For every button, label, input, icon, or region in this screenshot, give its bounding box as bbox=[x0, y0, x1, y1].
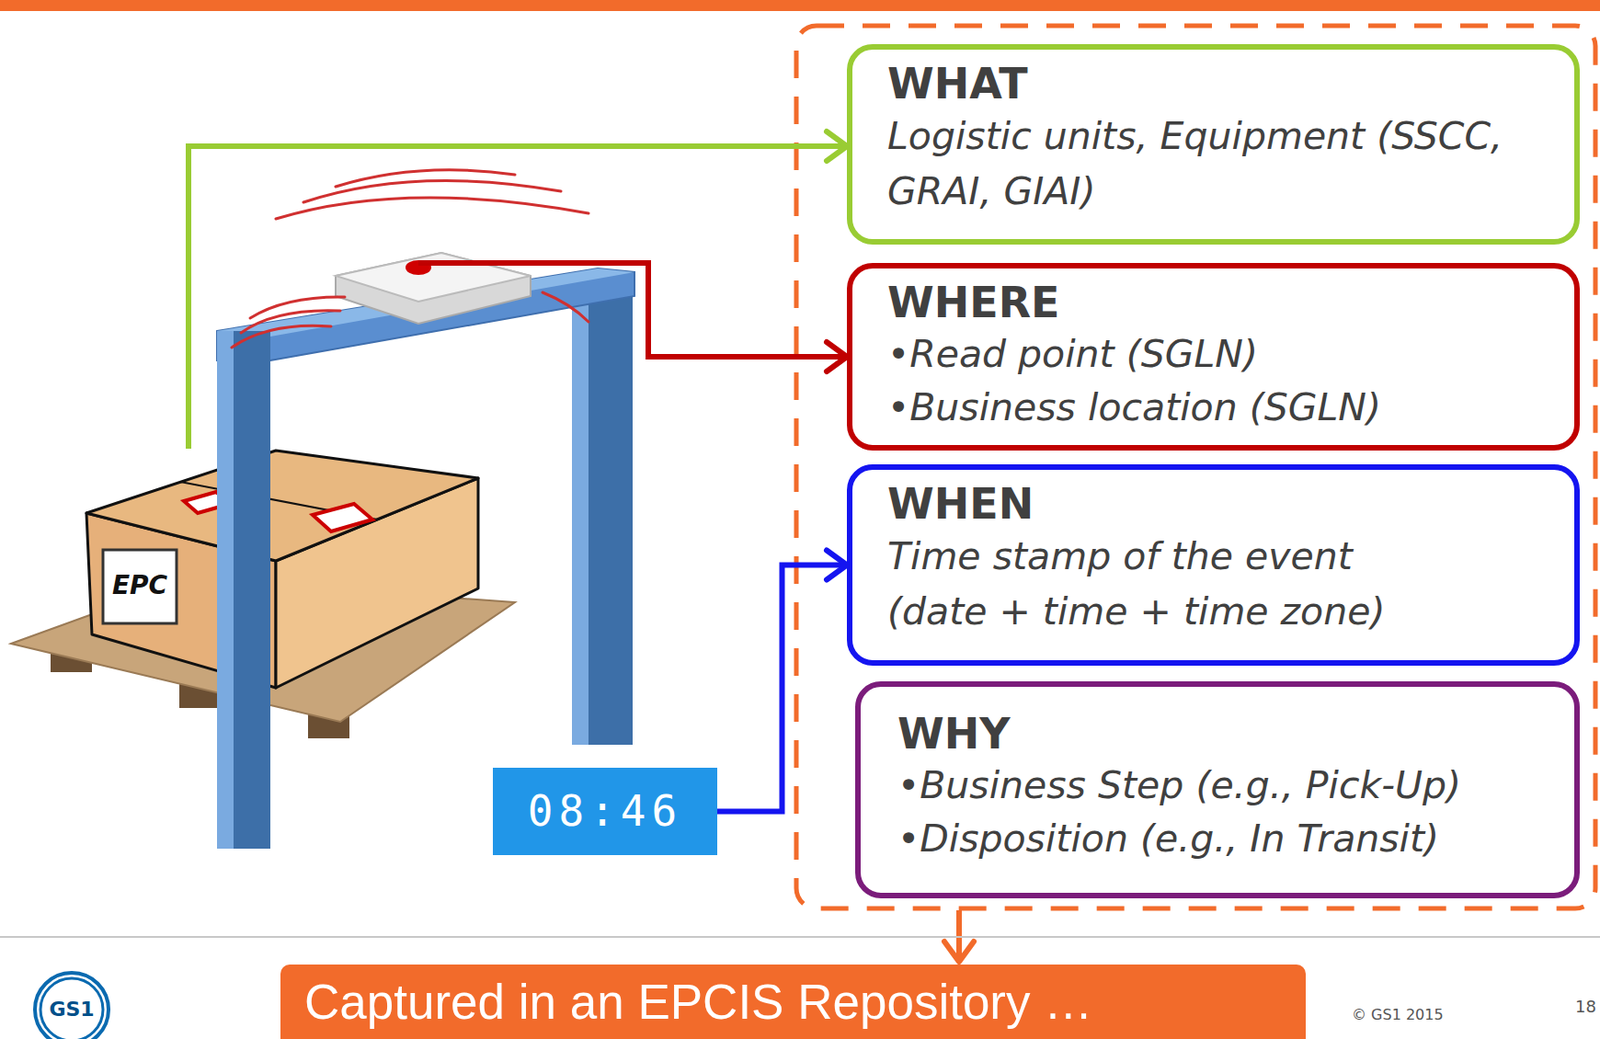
box-heading: WHY bbox=[897, 708, 1566, 760]
radio-waves bbox=[231, 170, 589, 348]
gs1-logo-text: GS1 bbox=[44, 994, 100, 1025]
rfid-gate-right-pillar bbox=[571, 275, 589, 745]
clock-display: 08:46 bbox=[492, 767, 718, 856]
rfid-gate-right-pillar bbox=[571, 275, 633, 745]
box-text: Logistic units, Equipment (SSCC, GRAI, G… bbox=[887, 109, 1513, 219]
radio-waves bbox=[275, 197, 589, 219]
box-heading: WHEN bbox=[887, 479, 1556, 530]
box-text: •Read point (SGLN) bbox=[887, 328, 1556, 381]
rfid-gate-left-pillar bbox=[217, 331, 234, 849]
box-heading: WHAT bbox=[887, 58, 1556, 110]
box-heading: WHERE bbox=[887, 277, 1556, 329]
group-bracket bbox=[796, 25, 1596, 909]
box-text: •Business location (SGLN) bbox=[887, 381, 1556, 435]
footer-rule bbox=[0, 936, 1600, 938]
epc-logo-text: EPC bbox=[102, 567, 177, 605]
carton bbox=[86, 450, 479, 688]
carton bbox=[102, 549, 177, 624]
copyright-note: © GS1 2015 bbox=[1351, 1005, 1472, 1025]
what-leader bbox=[188, 146, 847, 449]
where-box: WHERE•Read point (SGLN)•Business locatio… bbox=[846, 262, 1580, 451]
top-bar bbox=[0, 0, 1600, 12]
radio-waves bbox=[542, 292, 589, 322]
what-box: WHATLogistic units, Equipment (SSCC, GRA… bbox=[846, 44, 1580, 245]
carton bbox=[312, 503, 373, 532]
gs1-logo bbox=[40, 978, 103, 1039]
flow-arrow bbox=[717, 565, 847, 812]
radio-waves bbox=[250, 297, 345, 319]
box-text: •Disposition (e.g., In Transit) bbox=[897, 812, 1566, 866]
radio-waves bbox=[231, 325, 332, 348]
rfid-gate-left-pillar bbox=[217, 331, 271, 849]
box-heading: 08:46 bbox=[492, 767, 718, 856]
carton bbox=[86, 450, 479, 561]
where-leader bbox=[418, 262, 847, 357]
rfid-reader bbox=[335, 252, 531, 302]
rfid-gate-right-pillar bbox=[571, 275, 633, 745]
when-box: WHENTime stamp of the event (date + time… bbox=[846, 464, 1580, 666]
page-number: 18 bbox=[1563, 996, 1597, 1018]
radio-waves bbox=[335, 170, 515, 187]
gs1-logo bbox=[34, 972, 109, 1039]
repository-banner: Captured in an EPCIS Repository … bbox=[280, 964, 1306, 1039]
box-text: •Business Step (e.g., Pick-Up) bbox=[897, 759, 1566, 812]
why-box: WHY•Business Step (e.g., Pick-Up)•Dispos… bbox=[855, 681, 1580, 899]
box-heading: Captured in an EPCIS Repository … bbox=[304, 964, 1288, 1039]
gs1-logo bbox=[34, 972, 109, 1039]
rfid-gate-left-pillar bbox=[217, 331, 271, 849]
box-text: Time stamp of the event (date + time + t… bbox=[887, 529, 1440, 640]
